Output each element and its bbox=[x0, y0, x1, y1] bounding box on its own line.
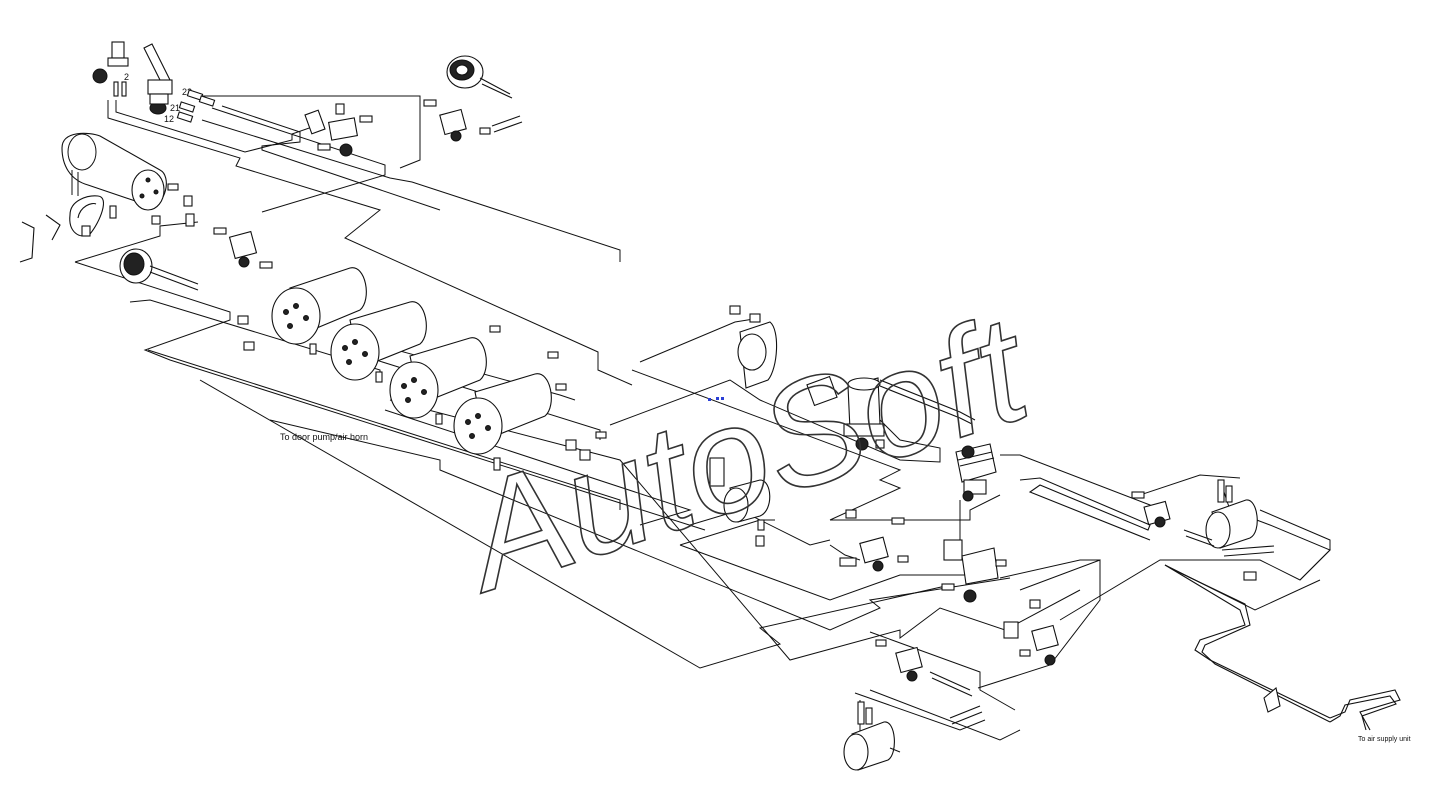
callout-22: 22 bbox=[182, 87, 192, 97]
callout-2: 2 bbox=[124, 72, 129, 82]
air-tank-2 bbox=[330, 301, 427, 381]
brake-chamber-top bbox=[446, 55, 513, 99]
callouts: 22 21 12 2 bbox=[124, 72, 192, 124]
tank-mounting-strap bbox=[69, 195, 104, 237]
note-door-pump: To door pump/air horn bbox=[280, 432, 368, 442]
relay-valve-center bbox=[839, 509, 909, 572]
auxiliary-tank bbox=[709, 457, 771, 547]
four-circuit-protection-valve bbox=[806, 375, 885, 451]
air-tank-4 bbox=[453, 373, 552, 455]
main-air-tank bbox=[61, 132, 167, 211]
relay-valve-right bbox=[1131, 491, 1257, 581]
quick-release-valve-center bbox=[1003, 599, 1059, 666]
brake-chamber-left bbox=[119, 248, 199, 291]
note-air-supply: To air supply unit bbox=[1358, 736, 1411, 743]
accent-marks bbox=[708, 397, 724, 401]
air-tank-3 bbox=[389, 337, 487, 419]
callout-21: 21 bbox=[170, 103, 180, 113]
hand-brake-valve bbox=[143, 43, 173, 115]
fittings-top-left bbox=[109, 89, 216, 227]
brake-chamber-bottom bbox=[843, 701, 901, 771]
relay-valve-top bbox=[304, 103, 373, 157]
brake-chamber-right bbox=[1183, 479, 1275, 557]
relay-valve-left bbox=[213, 227, 273, 269]
fittings-tank-area bbox=[237, 315, 607, 471]
mounting-bracket-left bbox=[19, 214, 61, 263]
compressor bbox=[955, 443, 997, 502]
pipe-clamp-bracket bbox=[1263, 686, 1281, 713]
air-dryer bbox=[729, 305, 778, 389]
pressure-switch bbox=[92, 41, 129, 97]
callout-12: 12 bbox=[164, 114, 174, 124]
relay-valve-bottom bbox=[875, 639, 983, 725]
foot-brake-valve bbox=[941, 539, 1007, 603]
air-tank-1 bbox=[271, 267, 367, 345]
quick-release-valve-top bbox=[423, 99, 523, 142]
